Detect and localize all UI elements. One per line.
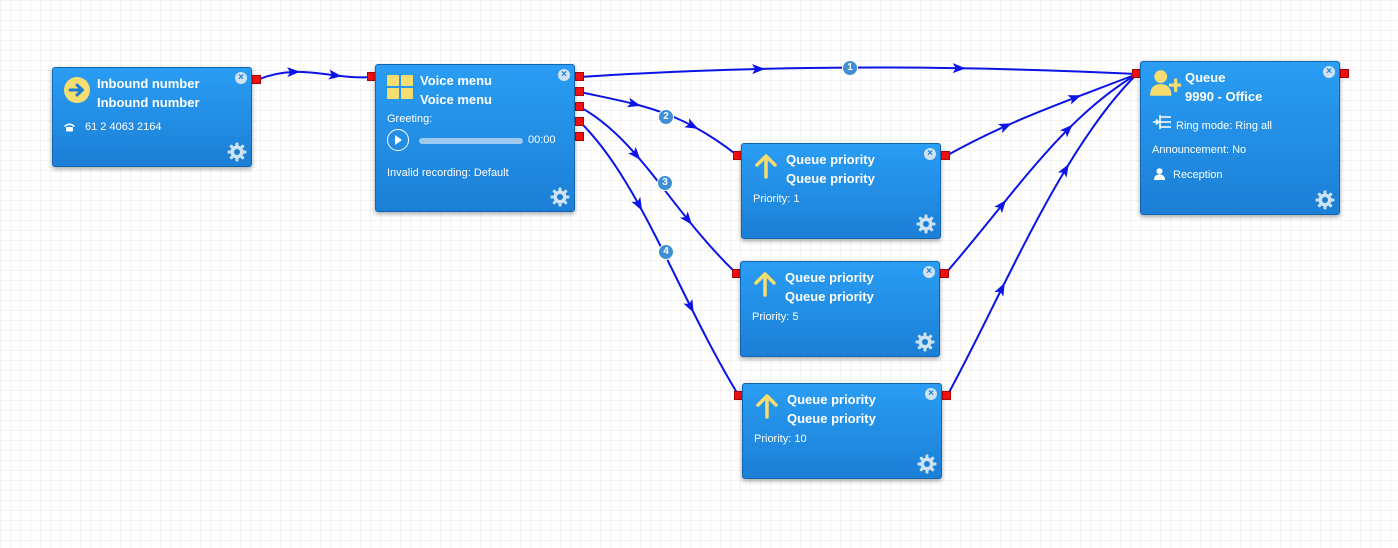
queue-output-port[interactable] <box>1340 69 1349 78</box>
arrow-up-icon <box>754 272 776 297</box>
priority-value: Priority: 10 <box>754 433 807 445</box>
priority-value: Priority: 5 <box>752 311 799 323</box>
priority-value: Priority: 1 <box>753 193 800 205</box>
grid-icon <box>387 75 413 99</box>
link-inbound-to-voice-menu-arrowhead-2 <box>328 69 342 80</box>
voice-menu-title: Voice menu <box>420 73 493 88</box>
inbound-number-node[interactable]: Inbound number Inbound number × 61 2 406… <box>52 67 252 167</box>
voice-menu-output-port-4[interactable] <box>575 117 584 126</box>
link-voice-menu-option-3-to-priority-5[interactable] <box>579 106 738 275</box>
playback-progress-track[interactable] <box>419 138 523 144</box>
node-title: Queue priority Queue priority <box>787 390 876 428</box>
link-priority-5-to-queue[interactable] <box>944 73 1138 275</box>
queue-node[interactable]: Queue 9990 - Office × Ring mode: Ring al… <box>1140 61 1340 215</box>
phone-icon <box>64 123 75 132</box>
priority-subtitle: Queue priority <box>785 289 874 304</box>
link-priority-5-to-queue-arrowhead-1 <box>994 199 1007 214</box>
link-voice-menu-option-2-to-priority-1-arrowhead-2 <box>684 118 699 129</box>
gear-icon[interactable] <box>916 214 936 234</box>
ring-mode: Ring mode: Ring all <box>1176 120 1272 132</box>
queue-agent: Reception <box>1173 169 1223 181</box>
priority-1-output-port[interactable] <box>941 151 950 160</box>
voice-menu-output-port-2[interactable] <box>575 87 584 96</box>
link-voice-menu-option-3-to-priority-5-arrowhead-1 <box>628 146 641 160</box>
ring-mode-icon <box>1153 115 1171 129</box>
gear-icon[interactable] <box>227 142 247 162</box>
inbound-output-port[interactable] <box>252 75 261 84</box>
link-priority-5-to-queue-arrowhead-2 <box>1059 124 1073 138</box>
inbound-title: Inbound number <box>97 76 200 91</box>
queue-priority-node-2[interactable]: Queue priority Queue priority × Priority… <box>740 261 940 357</box>
arrow-up-icon <box>755 154 777 179</box>
link-voice-menu-option-1-to-queue[interactable] <box>579 66 1138 78</box>
gear-icon[interactable] <box>1315 190 1335 210</box>
link-badge-2[interactable]: 2 <box>658 109 674 125</box>
voice-menu-node[interactable]: Voice menu Voice menu × Greeting: 00:00 … <box>375 64 575 212</box>
close-icon[interactable]: × <box>925 388 937 400</box>
gear-icon[interactable] <box>917 454 937 474</box>
close-icon[interactable]: × <box>1323 66 1335 78</box>
link-badge-1[interactable]: 1 <box>842 60 858 76</box>
link-voice-menu-option-1-to-queue-arrowhead-1 <box>752 64 766 75</box>
link-voice-menu-option-4-to-priority-10-arrowhead-1 <box>631 196 643 211</box>
voice-menu-output-port-3[interactable] <box>575 102 584 111</box>
priority-subtitle: Queue priority <box>787 411 876 426</box>
arrow-up-icon <box>756 394 778 419</box>
user-icon <box>1154 168 1165 180</box>
link-inbound-to-voice-menu-arrowhead-1 <box>286 67 301 78</box>
link-voice-menu-option-4-to-priority-10-arrowhead-2 <box>683 299 694 313</box>
close-icon[interactable]: × <box>558 69 570 81</box>
link-badge-4[interactable]: 4 <box>658 244 674 260</box>
greeting-label: Greeting: <box>387 113 433 125</box>
invalid-recording: Invalid recording: Default <box>387 167 509 179</box>
link-priority-1-to-queue[interactable] <box>945 73 1138 157</box>
voice-menu-subtitle: Voice menu <box>420 92 493 107</box>
link-priority-1-to-queue-arrowhead-2 <box>1067 95 1082 105</box>
inbound-subtitle: Inbound number <box>97 95 200 110</box>
close-icon[interactable]: × <box>923 266 935 278</box>
priority-5-output-port[interactable] <box>940 269 949 278</box>
link-voice-menu-option-1-to-queue-arrowhead-2 <box>952 63 966 74</box>
play-icon <box>395 135 402 145</box>
close-icon[interactable]: × <box>924 148 936 160</box>
link-inbound-to-voice-menu[interactable] <box>256 70 373 81</box>
phone-number: 61 2 4063 2164 <box>85 121 162 133</box>
link-priority-10-to-queue-arrowhead-2 <box>1057 163 1069 178</box>
node-title: Voice menu Voice menu <box>420 71 492 109</box>
link-voice-menu-option-2-to-priority-1-arrowhead-1 <box>626 97 641 108</box>
link-priority-10-to-queue[interactable] <box>946 73 1138 397</box>
priority-10-output-port[interactable] <box>942 391 951 400</box>
close-icon[interactable]: × <box>235 72 247 84</box>
link-priority-1-to-queue-arrowhead-1 <box>997 123 1012 134</box>
priority-subtitle: Queue priority <box>786 171 875 186</box>
play-button[interactable] <box>387 129 409 151</box>
voice-menu-output-port-1[interactable] <box>575 72 584 81</box>
queue-priority-node-3[interactable]: Queue priority Queue priority × Priority… <box>742 383 942 479</box>
voice-menu-output-port-5[interactable] <box>575 132 584 141</box>
arrow-right-circle-icon <box>64 77 90 103</box>
gear-icon[interactable] <box>915 332 935 352</box>
priority-title: Queue priority <box>787 392 876 407</box>
queue-subtitle: 9990 - Office <box>1185 89 1263 104</box>
link-voice-menu-option-4-to-priority-10[interactable] <box>579 121 740 397</box>
queue-priority-node-1[interactable]: Queue priority Queue priority × Priority… <box>741 143 941 239</box>
node-title: Queue 9990 - Office <box>1185 68 1262 106</box>
link-priority-10-to-queue-arrowhead-1 <box>994 282 1005 297</box>
node-title: Queue priority Queue priority <box>785 268 874 306</box>
link-voice-menu-option-3-to-priority-5-arrowhead-2 <box>679 211 692 225</box>
playback-time: 00:00 <box>528 134 556 146</box>
queue-title: Queue <box>1185 70 1226 85</box>
add-user-icon <box>1150 70 1181 96</box>
link-badge-3[interactable]: 3 <box>657 175 673 191</box>
announcement: Announcement: No <box>1152 144 1247 156</box>
priority-title: Queue priority <box>785 270 874 285</box>
gear-icon[interactable] <box>550 187 570 207</box>
node-title: Inbound number Inbound number <box>97 74 200 112</box>
node-title: Queue priority Queue priority <box>786 150 875 188</box>
priority-title: Queue priority <box>786 152 875 167</box>
